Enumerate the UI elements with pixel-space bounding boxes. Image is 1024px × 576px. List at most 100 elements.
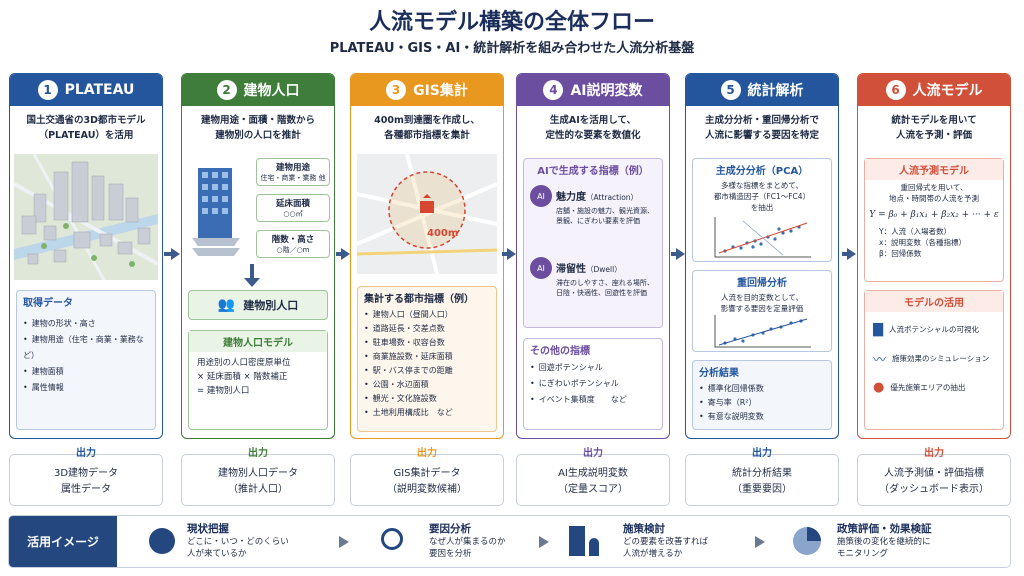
flow-arrow-line <box>336 252 344 256</box>
scatter-plot-icon <box>714 217 811 258</box>
city-3d-model-image <box>14 154 158 280</box>
usage-arrow-icon <box>339 536 349 548</box>
usage-item: 人流ポテンシャルの可視化 <box>889 325 979 334</box>
list-item: にぎわいポテンシャル <box>530 376 656 392</box>
list-item: 建物用途（住宅・商業・業務など） <box>23 332 149 364</box>
tag-use: 建物用途 住宅・商業・業務 他 <box>256 158 330 186</box>
usage-arrow-icon <box>539 536 549 548</box>
flow-arrow-icon <box>171 248 180 260</box>
output-line: AI生成説明変数 <box>558 468 628 479</box>
step-number: 4 <box>543 80 564 100</box>
flow-arrow-icon <box>676 248 685 260</box>
tag-floors: 階数・高さ ○階／○m <box>256 230 330 258</box>
list-item: 土地利用構成比 など <box>364 406 490 420</box>
line-chart-icon: 〰 <box>873 353 887 368</box>
model-line: × 延床面積 × 階数補正 <box>197 372 288 382</box>
ai-indicator-en: （Attraction） <box>586 193 639 202</box>
regression-plot-icon <box>714 315 811 348</box>
output-label: 出力 <box>583 448 603 459</box>
flow-arrow-line <box>502 252 510 256</box>
usage-item-title: 政策評価・効果検証 <box>837 523 932 535</box>
page-title: 人流モデル構築の全体フロー <box>368 10 655 35</box>
ai-head-icon: AI <box>530 185 552 207</box>
regression-box: 重回帰分析 人流を目的変数として、 影響する要因を定量評価 <box>692 270 832 352</box>
list-item: 属性情報 <box>23 380 149 396</box>
list-item: 建物人口（昼間人口） <box>364 308 490 322</box>
usage-item-text: どこに・いつ・どのくらい 人が来ているか <box>187 537 289 559</box>
output-flow-model: 出力 人流予測値・評価指標 （ダッシュボード表示） <box>857 448 1011 506</box>
prediction-text: 重回帰式を用いて、 地点・時間帯の人流を予測 <box>889 183 979 203</box>
population-label: 建物別人口 <box>243 299 299 312</box>
step-description: 主成分分析・重回帰分析で 人流に影響する要因を特定 <box>704 115 819 141</box>
list-item: 回遊ポテンシャル <box>530 360 656 376</box>
formula-legend: β：回帰係数 <box>879 249 922 258</box>
box-title: 人流予測モデル <box>865 159 1003 180</box>
box-title: 建物人口モデル <box>189 331 327 352</box>
tag-title: 建物用途 <box>275 163 310 173</box>
ai-indicators-box: AIで生成する指標（例） AI 魅力度（Attraction） 店舗・施設の魅力… <box>523 158 663 328</box>
step-header: 5 統計解析 <box>686 74 838 106</box>
pie-chart-icon <box>793 527 821 555</box>
usage-item-measures: 施策検討 どの要素を改善すれば 人流が増えるか <box>623 521 753 565</box>
output-line: 建物別人口データ <box>218 468 298 479</box>
step-flow-model: 6 人流モデル 統計モデルを用いて 人流を予測・評価 人流予測モデル 重回帰式を… <box>857 73 1011 439</box>
other-indicators-box: その他の指標 回遊ポテンシャル にぎわいポテンシャル イベント集積度 など <box>523 338 663 430</box>
flow-arrow-icon <box>847 248 856 260</box>
map-pin-icon: ● <box>873 380 885 395</box>
ai-indicator-title: 滞留性 <box>556 264 586 275</box>
output-line: GIS集計データ <box>393 468 461 479</box>
list-item: 建物面積 <box>23 364 149 380</box>
step-name: PLATEAU <box>64 82 135 98</box>
list-item: 公園・水辺面積 <box>364 378 490 392</box>
regression-formula: Y = β₀ + β₁x₁ + β₂x₂ + ··· + ε <box>869 210 999 220</box>
step-number: 3 <box>386 80 407 100</box>
radius-label: 400m <box>427 228 459 239</box>
step-header: 1 PLATEAU <box>10 74 162 106</box>
step-description: 400m到達圏を作成し、 各種都市指標を集計 <box>374 115 480 141</box>
output-line: （定量スコア） <box>558 484 628 495</box>
usage-item-text: 施策後の変化を継続的に モニタリング <box>837 537 931 559</box>
usage-arrow-icon <box>755 536 765 548</box>
usage-item-text: どの要素を改善すれば 人流が増えるか <box>623 537 709 559</box>
tag-area: 延床面積 ○○㎡ <box>256 194 330 222</box>
step-name: AI説明変数 <box>570 83 643 99</box>
tag-title: 延床面積 <box>275 199 310 209</box>
regression-text: 人流を目的変数として、 影響する要因を定量評価 <box>720 293 804 313</box>
flow-arrow-line <box>671 252 679 256</box>
step-header: 6 人流モデル <box>858 74 1010 106</box>
usage-tag: 活用イメージ <box>9 516 117 567</box>
usage-item-title: 要因分析 <box>429 523 471 535</box>
box-title: 集計する都市指標（例） <box>364 294 474 305</box>
output-gis: 出力 GIS集計データ （説明変数候補） <box>350 448 504 506</box>
step-description: 建物用途・面積・階数から 建物別の人口を推計 <box>200 115 315 141</box>
step-description: 統計モデルを用いて 人流を予測・評価 <box>891 115 977 141</box>
down-arrow-icon <box>244 264 260 287</box>
list-item: 道路延長・交差点数 <box>364 322 490 336</box>
ai-head-icon: AI <box>530 257 552 279</box>
list-item: 商業施設数・延床面積 <box>364 350 490 364</box>
tag-title: 階数・高さ <box>271 235 315 245</box>
box-title: 取得データ <box>23 298 73 309</box>
page-subtitle: PLATEAU・GIS・AI・統計解析を組み合わせた人流分析基盤 <box>329 41 695 56</box>
usage-item-title: 施策検討 <box>623 523 665 535</box>
pca-box: 主成分分析（PCA） 多様な指標をまとめて、 都市構造因子（FC1〜FC4） を… <box>692 158 832 262</box>
usage-image-strip: 活用イメージ 現状把握 どこに・いつ・どのくらい 人が来ているか 要因分析 なぜ… <box>8 515 1011 568</box>
prediction-model-box: 人流予測モデル 重回帰式を用いて、 地点・時間帯の人流を予測 Y = β₀ + … <box>864 158 1004 282</box>
usage-item-current: 現状把握 どこに・いつ・どのくらい 人が来ているか <box>187 521 337 565</box>
usage-item-text: なぜ人が集まるのか 要因を分析 <box>429 537 506 559</box>
box-title: 主成分分析（PCA） <box>715 166 809 177</box>
output-line: 属性データ <box>61 484 111 495</box>
step-name: 統計解析 <box>747 83 804 99</box>
output-line: 統計分析結果 <box>732 468 792 479</box>
output-label: 出力 <box>417 448 437 459</box>
building-icon <box>192 168 240 256</box>
step-ai-variables: 4 AI説明変数 生成AIを活用して、 定性的な要素を数値化 AIで生成する指標… <box>516 73 670 439</box>
box-title: モデルの活用 <box>865 291 1003 312</box>
step-gis: 3 GIS集計 400m到達圏を作成し、 各種都市指標を集計 400m 集計する… <box>350 73 504 439</box>
output-statistics: 出力 統計分析結果 （重要要因） <box>685 448 839 506</box>
step-name: 人流モデル <box>912 83 983 99</box>
output-plateau: 出力 3D建物データ 属性データ <box>9 448 163 506</box>
usage-item-evaluation: 政策評価・効果検証 施策後の変化を継続的に モニタリング <box>837 521 1007 565</box>
acquired-data-box: 取得データ 建物の形状・高さ 建物用途（住宅・商業・業務など） 建物面積 属性情… <box>16 290 156 430</box>
output-label: 出力 <box>924 448 944 459</box>
